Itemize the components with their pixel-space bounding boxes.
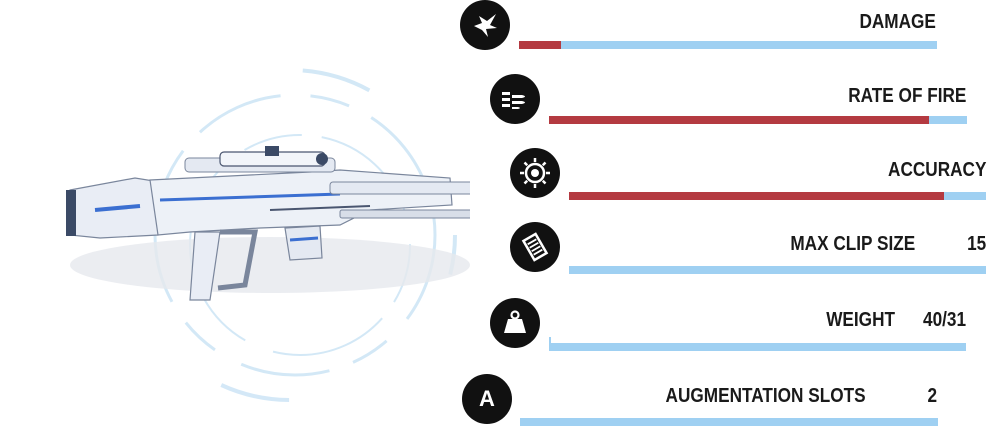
stat-bar xyxy=(569,192,986,200)
stat-bar xyxy=(549,116,967,124)
stat-bar-fill xyxy=(519,41,561,49)
stat-label: MAX CLIP SIZE xyxy=(790,233,915,255)
damage-icon xyxy=(460,0,510,50)
augmentation-icon: A xyxy=(462,374,512,424)
stat-label: RATE OF FIRE xyxy=(847,85,966,107)
stat-row-max-clip-size: MAX CLIP SIZE 15 xyxy=(510,222,987,278)
stat-bar-fill xyxy=(549,116,930,124)
stat-label: ACCURACY xyxy=(887,159,986,181)
stat-bar xyxy=(569,266,986,274)
augmentation-icon-letter: A xyxy=(479,386,495,411)
rifle-image xyxy=(66,146,470,301)
stat-bar xyxy=(520,418,938,426)
stat-bar xyxy=(549,337,966,351)
stat-value: 15 xyxy=(966,233,986,255)
stat-bar-fill xyxy=(569,192,945,200)
stat-label: WEIGHT xyxy=(826,309,895,331)
stat-value: 40/31 xyxy=(922,309,966,331)
stat-value: 2 xyxy=(927,385,937,407)
stat-row-weight: WEIGHT 40/31 xyxy=(490,298,967,354)
stat-row-augmentation-slots: A AUGMENTATION SLOTS 2 xyxy=(462,374,938,430)
stat-row-rate-of-fire: RATE OF FIRE xyxy=(490,74,970,130)
weapon-preview xyxy=(66,68,470,402)
stat-label: AUGMENTATION SLOTS xyxy=(665,385,866,407)
stat-bar xyxy=(519,41,937,49)
stat-row-accuracy: ACCURACY xyxy=(510,148,987,204)
bullets-icon xyxy=(490,74,540,124)
target-icon xyxy=(510,148,560,198)
weight-icon xyxy=(490,298,540,348)
stat-bar-endcap xyxy=(549,337,551,351)
stat-label: DAMAGE xyxy=(859,11,936,33)
stat-row-damage: DAMAGE xyxy=(460,0,940,56)
clip-icon xyxy=(510,222,560,272)
